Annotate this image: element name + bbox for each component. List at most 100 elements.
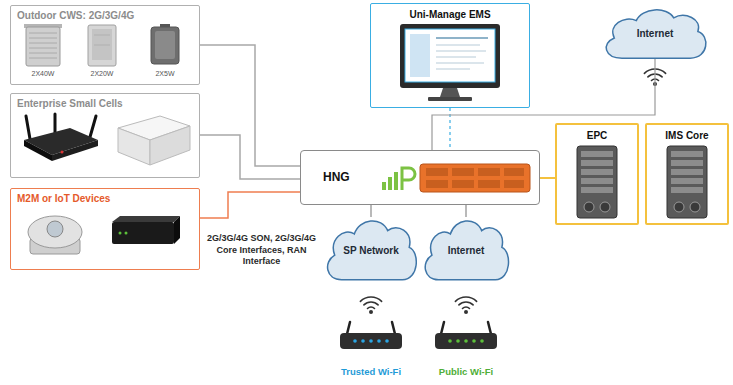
- enterprise-router: [26, 116, 30, 139]
- router-icon: [392, 322, 395, 334]
- outdoor-unit-large: [26, 27, 60, 66]
- connector: [540, 177, 555, 179]
- ims-rack: [667, 146, 707, 218]
- wifi-symbol: [368, 307, 375, 308]
- gateway-box: HNG: [300, 150, 540, 205]
- router-icon: [369, 339, 373, 343]
- monitor-icon: [436, 69, 470, 70]
- epc-rack: [584, 202, 594, 212]
- router-icon: [456, 339, 460, 343]
- epc-rack: [581, 178, 613, 184]
- hng-logo: [402, 168, 415, 190]
- outdoor-unit-small: [160, 24, 170, 27]
- monitor-icon: [436, 45, 480, 46]
- node-title: EPC: [587, 130, 608, 142]
- iot-gateway: [119, 232, 122, 235]
- hng-server: [420, 164, 530, 192]
- outdoor-unit-large: [29, 58, 57, 59]
- router-icon: [361, 339, 365, 343]
- connector: [449, 108, 450, 150]
- epc-rack: [581, 187, 613, 193]
- device-group-box: Enterprise Small Cells: [10, 93, 200, 178]
- connector: [200, 45, 300, 166]
- router-icon: [448, 339, 452, 343]
- router-icon: [385, 339, 389, 343]
- connector: [432, 59, 655, 150]
- router-icon: [347, 322, 350, 334]
- enterprise-small-cell: [118, 116, 190, 165]
- ims-rack: [671, 178, 703, 184]
- outdoor-unit-large: [24, 24, 62, 66]
- wifi-router: Trusted Wi-Fi: [322, 318, 420, 380]
- cloud-shape: [328, 221, 417, 280]
- wifi-symbol: [455, 297, 476, 301]
- wifi-symbol: [360, 297, 381, 301]
- outdoor-unit-small: [151, 24, 179, 64]
- ims-rack: [671, 160, 703, 166]
- outdoor-unit-medium: [94, 35, 110, 36]
- enterprise-router: [52, 140, 98, 161]
- interface-note: 2G/3G/4G SON, 2G/3G/4G Core Interfaces, …: [203, 233, 320, 268]
- hng-server: [478, 180, 500, 188]
- node-title: Internet: [448, 245, 485, 257]
- monitor-icon: [400, 24, 500, 88]
- iot-gateway: [174, 216, 180, 244]
- router-icon: [340, 322, 497, 349]
- enterprise-router: [24, 114, 98, 161]
- outdoor-unit-small: [155, 31, 175, 59]
- hng-logo: [388, 177, 392, 190]
- power-rating: 2X40W: [23, 69, 63, 78]
- internet-cloud: Internet: [420, 215, 512, 282]
- ims-rack: [674, 202, 684, 212]
- node-title: Internet: [637, 28, 674, 40]
- monitor-icon: [428, 97, 472, 101]
- hng-server: [426, 180, 448, 188]
- wifi-symbol: [463, 307, 470, 308]
- hng-server: [426, 168, 448, 176]
- iot-gateway: [112, 222, 174, 244]
- power-rating: 2X5W: [145, 69, 185, 78]
- smart-meter: [47, 221, 63, 237]
- router-icon: [441, 322, 444, 334]
- node-title: M2M or IoT Devices: [17, 193, 110, 205]
- enterprise-router: [54, 114, 57, 134]
- router-icon: [480, 339, 484, 343]
- enterprise-small-cell: [150, 126, 190, 165]
- monitor-icon: [436, 37, 488, 39]
- connector: [370, 205, 371, 217]
- iot-gateway: [125, 232, 128, 235]
- epc-rack: [577, 146, 617, 218]
- outdoor-unit-medium: [94, 45, 110, 46]
- outdoor-unit-medium: [92, 29, 112, 60]
- node-title: Outdoor CWS: 2G/3G/4G: [17, 10, 134, 22]
- connector: [200, 135, 300, 179]
- enterprise-small-cell: [118, 128, 150, 165]
- core-box: EPC: [555, 123, 639, 225]
- router-icon: [377, 339, 381, 343]
- wifi-symbol: [464, 310, 468, 314]
- ems-box: Uni-Manage EMS: [370, 3, 530, 108]
- outdoor-unit-large: [29, 53, 57, 54]
- outdoor-unit-medium: [88, 25, 116, 66]
- iot-gateway: [112, 216, 180, 244]
- monitor-icon: [410, 34, 430, 77]
- router-icon: [353, 339, 357, 343]
- outdoor-unit-small: [151, 27, 179, 64]
- internet-cloud: Internet: [600, 5, 710, 60]
- hng-logo: [382, 182, 386, 190]
- power-rating: 2X20W: [82, 69, 122, 78]
- node-title: Enterprise Small Cells: [17, 98, 123, 110]
- epc-rack: [600, 202, 610, 212]
- outdoor-unit-large: [29, 48, 57, 49]
- connector: [465, 205, 466, 217]
- ims-rack: [690, 202, 700, 212]
- enterprise-router: [61, 151, 64, 154]
- power-rating: 2X5W: [145, 69, 185, 78]
- epc-rack: [577, 146, 617, 218]
- ims-rack: [671, 169, 703, 175]
- wifi-router: Public Wi-Fi: [420, 318, 512, 380]
- ims-rack: [671, 151, 703, 157]
- monitor-icon: [436, 51, 486, 52]
